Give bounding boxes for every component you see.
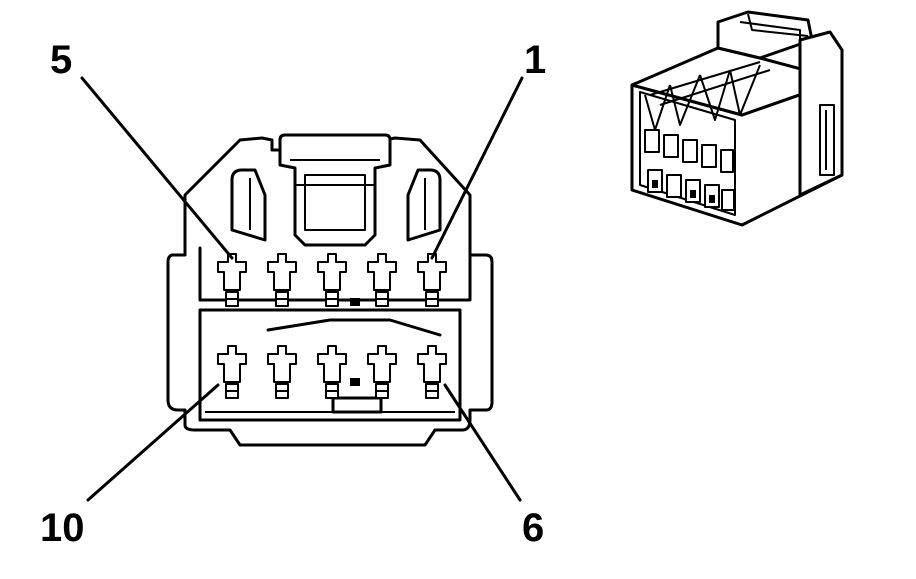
left-rib — [230, 168, 267, 242]
terminal-cavity-2 — [367, 253, 397, 307]
connector-isometric-view — [630, 10, 844, 227]
terminal-cavity-8 — [317, 345, 347, 399]
terminal-cavity-7 — [367, 345, 397, 399]
center-lock-marker — [350, 298, 360, 306]
upper-terminal-row — [217, 253, 447, 386]
pin-label-6: 6 — [522, 506, 545, 550]
pin-label-10: 10 — [40, 506, 85, 550]
terminal-cavity-4 — [267, 253, 297, 307]
leader-line-pin-1 — [430, 76, 524, 260]
terminal-cavity-6 — [417, 345, 447, 399]
leader-line-pin-5 — [80, 76, 234, 260]
terminal-cavity-9 — [267, 345, 297, 399]
center-ridge — [266, 318, 442, 337]
leader-line-pin-6 — [443, 383, 522, 502]
terminal-cavity-1 — [417, 253, 447, 307]
lower-cavity-frame — [198, 308, 462, 422]
pin-label-5: 5 — [50, 38, 73, 82]
terminal-cavity-10 — [217, 345, 247, 399]
bottom-key — [331, 396, 383, 414]
terminal-cavity-5 — [217, 253, 247, 307]
center-lock-marker — [350, 378, 360, 386]
right-rib — [406, 168, 442, 242]
lower-terminal-row — [217, 345, 447, 399]
leader-line-pin-10 — [86, 383, 220, 502]
top-latch — [278, 133, 392, 247]
latch-window — [304, 174, 366, 231]
terminal-cavity-3 — [317, 253, 347, 307]
pin-label-1: 1 — [524, 38, 547, 82]
